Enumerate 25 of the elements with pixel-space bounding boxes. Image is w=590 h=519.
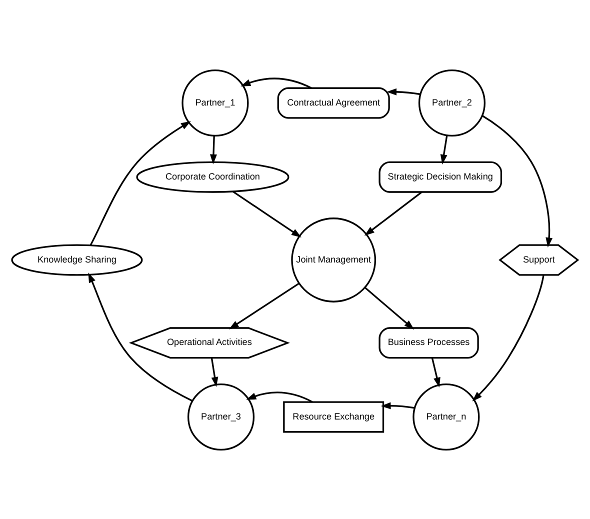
arrow: [482, 114, 553, 248]
node-box: Business Processes: [378, 326, 479, 358]
arrow: [210, 357, 218, 386]
node-box: Resource Exchange: [283, 400, 384, 432]
node-ellipse: Knowledge Sharing: [11, 244, 143, 276]
node-circle: Partner_3: [187, 382, 255, 450]
arrow: [88, 272, 193, 402]
arrow: [472, 274, 544, 401]
arrow: [386, 88, 420, 95]
arrow: [364, 286, 414, 330]
arrow: [228, 282, 300, 329]
arrow: [380, 402, 415, 409]
node-box: Contractual Agreement: [277, 86, 390, 118]
arrow: [210, 135, 217, 164]
node-circle: Partner_n: [412, 382, 480, 450]
node-ellipse: Corporate Coordination: [136, 160, 290, 192]
arrow: [232, 190, 302, 238]
arrow: [240, 77, 312, 88]
arrow: [246, 391, 313, 402]
arrow: [90, 120, 191, 246]
arrow: [431, 357, 440, 388]
node-circle: Partner_2: [418, 68, 486, 136]
node-box: Strategic Decision Making: [378, 160, 502, 192]
arrow: [364, 190, 422, 236]
arrow: [440, 134, 448, 164]
